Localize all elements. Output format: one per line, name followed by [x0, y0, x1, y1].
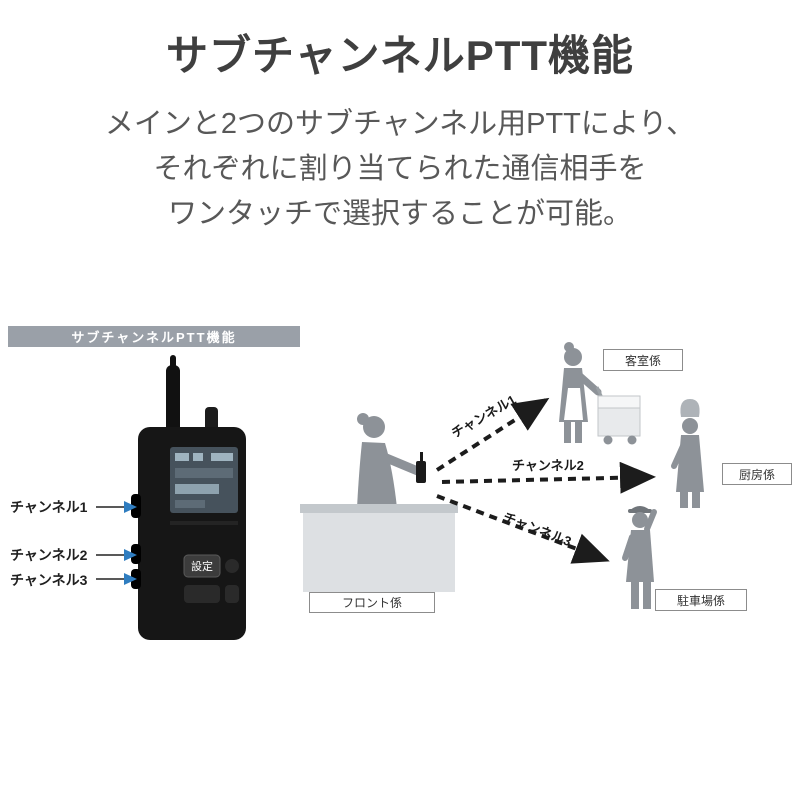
- description-line-3: ワンタッチで選択することが可能。: [167, 197, 632, 230]
- arrow-channel-1: [435, 397, 550, 472]
- page-description: メインと2つのサブチャンネル用PTTにより、 それぞれに割り当てられた通信相手を…: [0, 102, 800, 237]
- page-title: サブチャンネルPTT機能: [165, 32, 635, 79]
- channel-callout-lines: [96, 501, 137, 585]
- arrow-channel-2: [441, 461, 656, 494]
- channel-2-callout-label: チャンネル2: [10, 547, 88, 563]
- channel-3-callout-label: チャンネル3: [10, 572, 88, 588]
- communication-diagram: [300, 342, 704, 609]
- radio-keypad: 設定: [170, 521, 239, 603]
- room-staff-tag: 客室係: [603, 349, 683, 371]
- parking-staff-tag: 駐車場係: [655, 589, 747, 611]
- front-desk: [300, 504, 458, 592]
- radio-antenna: [166, 355, 218, 437]
- description-line-1: メインと2つのサブチャンネル用PTTにより、: [104, 108, 696, 140]
- settings-button-label: 設定: [191, 559, 213, 573]
- radio-panel-header: サブチャンネルPTT機能: [8, 326, 300, 347]
- receptionist-silhouette: [357, 413, 426, 508]
- arrow-channel-3: [436, 494, 610, 564]
- kitchen-staff-tag: 厨房係: [722, 463, 792, 485]
- radio-lcd-screen: [170, 447, 238, 513]
- description-line-2: それぞれに割り当てられた通信相手を: [153, 152, 647, 185]
- radio-illustration: 設定: [96, 355, 246, 640]
- chef-silhouette: [671, 399, 704, 508]
- parking-attendant-silhouette: [622, 506, 657, 609]
- channel-1-callout-label: チャンネル1: [10, 499, 88, 515]
- housekeeping-silhouette: [559, 342, 641, 445]
- channel-arrows: [435, 397, 656, 564]
- arrow-label-channel-2: チャンネル2: [512, 458, 584, 473]
- front-desk-tag: フロント係: [309, 592, 435, 613]
